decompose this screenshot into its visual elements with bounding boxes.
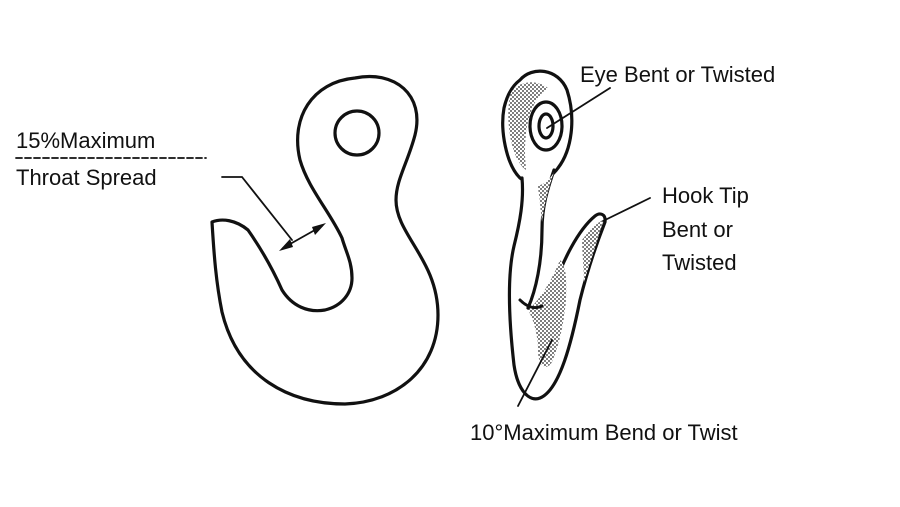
eye-leader-line [546, 87, 611, 129]
throat-spread-label-line1: 15%Maximum [16, 128, 155, 153]
side-view-hook [501, 69, 651, 407]
front-hook-outline [210, 75, 440, 406]
eye-bent-label: Eye Bent or Twisted [580, 62, 775, 87]
throat-arrowhead-right [312, 223, 326, 235]
hook-tip-label-line2: Bent or [662, 217, 733, 242]
tip-leader-line [602, 197, 651, 222]
side-hook-stipple-tip [582, 220, 603, 282]
side-hook-stipple-lower [528, 260, 567, 367]
throat-arrowhead-left [279, 239, 293, 251]
throat-spread-label-line2: Throat Spread [16, 165, 157, 190]
side-hook-stipple-shank [538, 172, 554, 222]
hook-tip-label-line1: Hook Tip [662, 183, 749, 208]
throat-leader-line [221, 176, 293, 241]
front-hook-eye-hole [333, 109, 381, 157]
max-bend-label: 10°Maximum Bend or Twist [470, 420, 738, 445]
side-eye-stipple [508, 82, 548, 170]
side-eye-hole-inner [537, 112, 555, 140]
bend-leader-line [517, 339, 553, 407]
front-view-hook [210, 75, 440, 406]
hook-tip-label-line3: Twisted [662, 250, 737, 275]
side-hook-notch [518, 298, 544, 310]
